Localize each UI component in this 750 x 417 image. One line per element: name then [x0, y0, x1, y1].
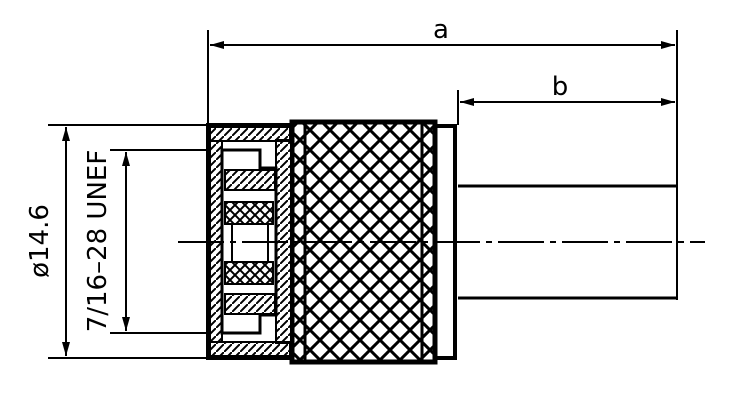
cable: [458, 184, 677, 300]
dimension-b: b: [460, 72, 675, 106]
diameter-label: ø14.6: [25, 204, 55, 278]
dimension-a: a: [210, 15, 675, 49]
diameter-dimension: ø14.6: [25, 127, 70, 356]
dimension-b-label: b: [552, 72, 569, 102]
dimension-a-label: a: [433, 15, 449, 45]
thread-label: 7/16–28 UNEF: [83, 150, 113, 333]
extension-lines: [48, 30, 678, 359]
thread-dimension: 7/16–28 UNEF: [83, 150, 130, 333]
